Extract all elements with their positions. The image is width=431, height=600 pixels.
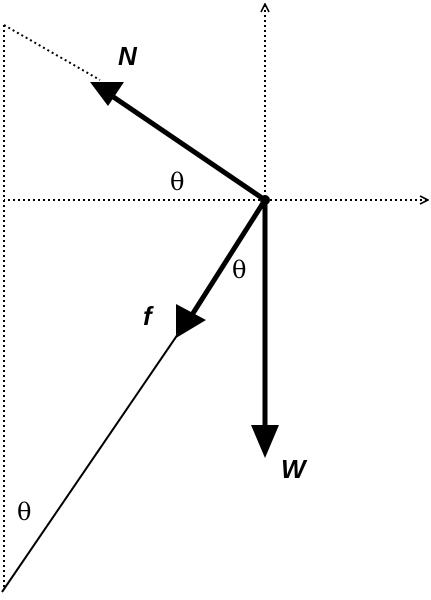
label-normal-force: N	[118, 41, 138, 71]
weight-arrowhead	[251, 425, 279, 458]
label-theta-normal: θ	[170, 168, 184, 196]
label-theta-incline: θ	[17, 498, 31, 526]
normal-force-vector	[90, 82, 267, 203]
coordinate-axes	[3, 4, 428, 590]
label-theta-friction: θ	[232, 256, 246, 284]
friction-force-arrowhead	[176, 304, 206, 338]
label-weight: W	[281, 454, 308, 484]
normal-force-arrowhead	[90, 82, 124, 106]
friction-force-vector	[176, 198, 268, 338]
label-friction-force: f	[143, 301, 154, 331]
normal-force-extension-line	[3, 24, 101, 81]
incline-surface-line	[1, 333, 179, 593]
contact-point-dot	[260, 195, 270, 205]
weight-vector	[251, 200, 279, 458]
